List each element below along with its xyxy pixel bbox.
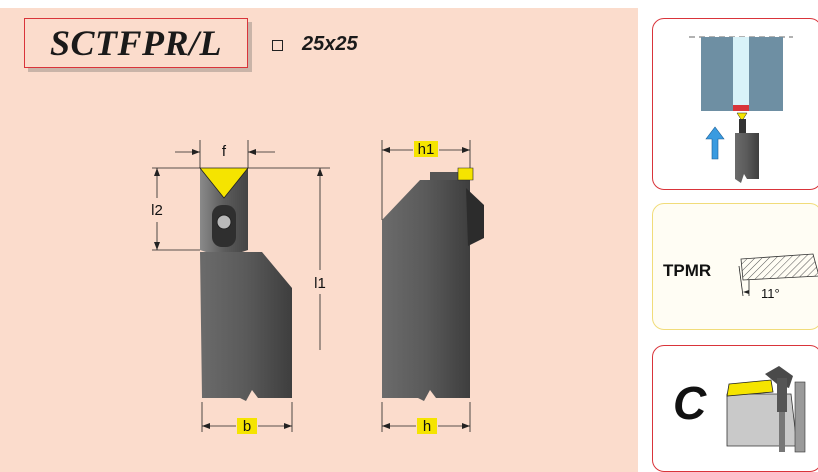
screw-head xyxy=(216,214,232,230)
dim-b: b xyxy=(243,418,251,435)
side-shank xyxy=(382,252,470,401)
dim-h: h xyxy=(423,418,431,435)
dim-l2: l2 xyxy=(151,202,163,219)
parting-operation-diagram xyxy=(689,36,793,183)
main-drawing-panel xyxy=(0,8,638,472)
shank-size: 25x25 xyxy=(302,33,358,55)
clamp-system-letter: C xyxy=(673,377,707,429)
front-view: f l2 l1 b xyxy=(151,140,330,435)
clamp-card: C xyxy=(652,345,818,472)
feed-arrow-icon xyxy=(705,126,725,160)
dim-l1: l1 xyxy=(314,275,326,292)
size-checkbox[interactable] xyxy=(272,40,283,51)
side-insert xyxy=(457,167,474,181)
clamp-diagram xyxy=(726,366,806,453)
side-clamp xyxy=(466,188,484,246)
dim-h1: h1 xyxy=(418,141,435,158)
operation-card xyxy=(652,18,818,190)
side-head xyxy=(382,175,470,252)
title-box: SCTFPR/L xyxy=(24,18,248,68)
insert-card: TPMR 11° xyxy=(652,203,818,330)
side-view: h1 h xyxy=(381,140,484,435)
technical-drawing: f l2 l1 b xyxy=(151,140,484,435)
product-code: SCTFPR/L xyxy=(49,23,223,63)
front-insert xyxy=(199,167,249,199)
dim-f: f xyxy=(222,143,227,160)
front-shank xyxy=(200,252,292,401)
insert-type-label: TPMR xyxy=(663,261,712,280)
insert-profile xyxy=(738,253,818,297)
clearance-angle: 11° xyxy=(761,286,780,301)
